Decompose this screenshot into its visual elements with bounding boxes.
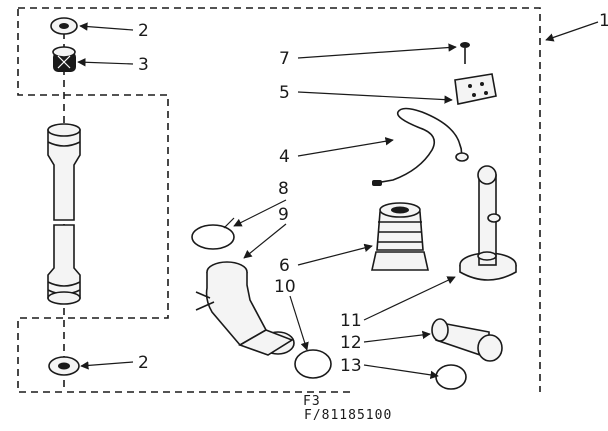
callout-12: 12 <box>340 333 362 353</box>
ground-wire <box>372 107 469 186</box>
callout-6: 6 <box>279 256 290 276</box>
callout-8: 8 <box>278 179 289 199</box>
callout-10: 10 <box>274 277 296 297</box>
washer-top <box>50 17 78 35</box>
callout-9: 9 <box>278 205 289 225</box>
callout-3: 3 <box>138 55 149 75</box>
assembly-boundary <box>17 7 541 393</box>
connector-tube <box>431 318 503 362</box>
callout-1: 1 <box>599 11 608 31</box>
leader-lines <box>77 21 599 380</box>
washer-bottom <box>48 356 80 376</box>
callout-5: 5 <box>279 83 290 103</box>
screw <box>460 42 470 64</box>
callout-2-top: 2 <box>138 21 149 41</box>
clamp-small <box>435 364 467 390</box>
pump-mount <box>459 165 517 281</box>
strainer-cap <box>52 46 76 72</box>
drain-hose <box>47 123 81 305</box>
callout-7: 7 <box>279 49 290 69</box>
part-number-label: F/81185100 <box>304 408 392 423</box>
bellows <box>371 202 429 271</box>
clamp-lower <box>294 349 332 379</box>
callout-4: 4 <box>279 147 290 167</box>
callout-13: 13 <box>340 356 362 376</box>
callout-11: 11 <box>340 311 362 331</box>
elbow-hose <box>195 261 295 356</box>
figure-label: F3 <box>303 394 321 409</box>
bracket <box>454 73 497 105</box>
clamp-upper <box>191 217 235 250</box>
callout-2-bottom: 2 <box>138 353 149 373</box>
